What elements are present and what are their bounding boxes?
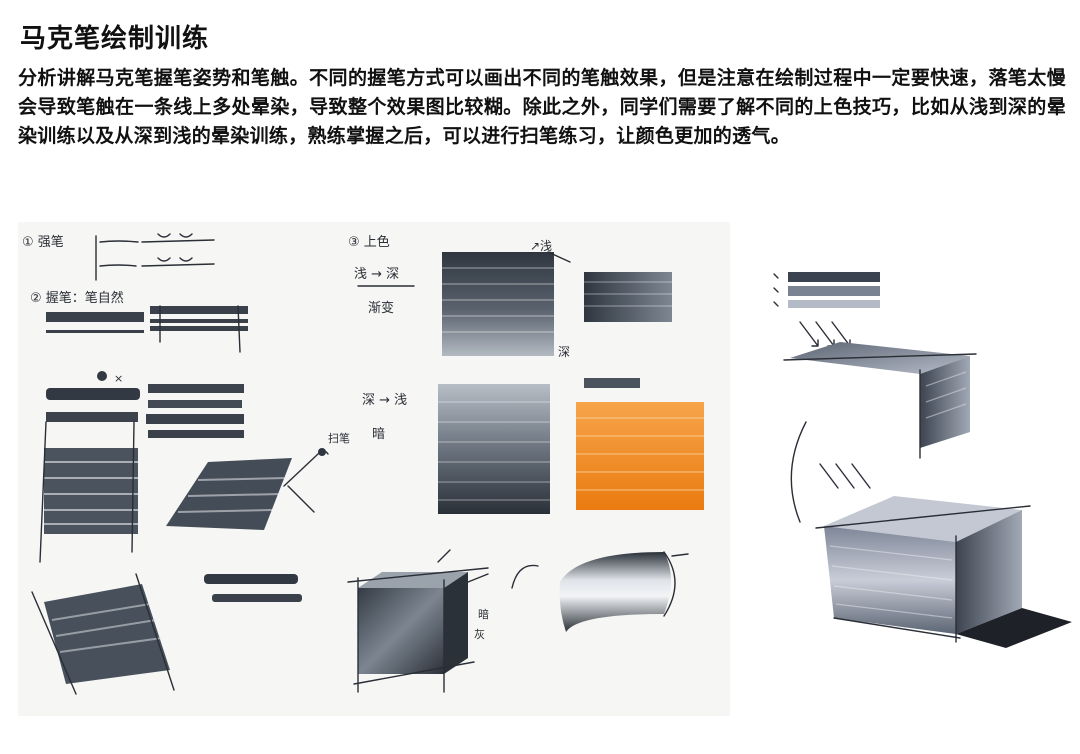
stroke-parallelogram: [31, 573, 175, 695]
stroke-practice-row-1: [46, 305, 248, 353]
stroke-practice-row-2: ×: [46, 371, 244, 438]
notes-top-middle: ③ 上色 浅 → 深 渐变: [348, 234, 415, 316]
svg-text:×: ×: [114, 372, 123, 385]
note-2: ③ 上色: [348, 234, 390, 250]
note-11: 灰: [474, 627, 485, 641]
note-5: ↗浅: [530, 239, 552, 253]
note-7: 深 → 浅: [362, 393, 407, 408]
note-3: 浅 → 深: [354, 267, 399, 282]
notes-top-left: ① 强笔 ② 握笔：笔自然: [22, 233, 215, 306]
upper-plane: [783, 342, 977, 459]
cube-sketch: 暗 灰: [347, 549, 489, 693]
short-strokes: [204, 574, 302, 602]
description-paragraph: 分析讲解马克笔握笔姿势和笔触。不同的握笔方式可以画出不同的笔触效果，但是注意在绘…: [18, 67, 1066, 147]
curved-arrow: [790, 421, 807, 523]
stroke-block-left: [39, 421, 138, 563]
box-3d: [815, 496, 1072, 648]
gradient-block-light-to-dark: ↗浅 深: [442, 239, 571, 359]
swatch-strip: [773, 272, 880, 308]
gradient-block-dark-to-light: [438, 384, 550, 514]
note-4: 渐变: [368, 300, 394, 316]
light-arrows-bottom: [819, 463, 871, 489]
note-9: 扫笔: [328, 431, 350, 445]
gradient-block-small: [584, 272, 672, 388]
orange-marker-block: [576, 402, 704, 510]
page-title: 马克笔绘制训练: [20, 24, 210, 54]
note-10: 暗: [478, 607, 489, 621]
svg-text:暗: 暗: [372, 427, 385, 442]
diagonal-strokes: 扫笔: [166, 431, 350, 530]
note-6: 深: [558, 345, 570, 359]
note-8: ② 握笔：笔自然: [30, 290, 124, 306]
marker-practice-sketch-page: ① 强笔 ② 握笔：笔自然 ×: [18, 222, 730, 716]
notes-middle: 深 → 浅 暗: [362, 393, 407, 442]
extruded-box-sketch: [773, 272, 1072, 648]
cylinder-sketch: [511, 551, 689, 632]
note-1: ① 强笔: [22, 234, 64, 250]
light-arrows-top: [799, 321, 851, 347]
box-shadow: [956, 608, 1072, 648]
